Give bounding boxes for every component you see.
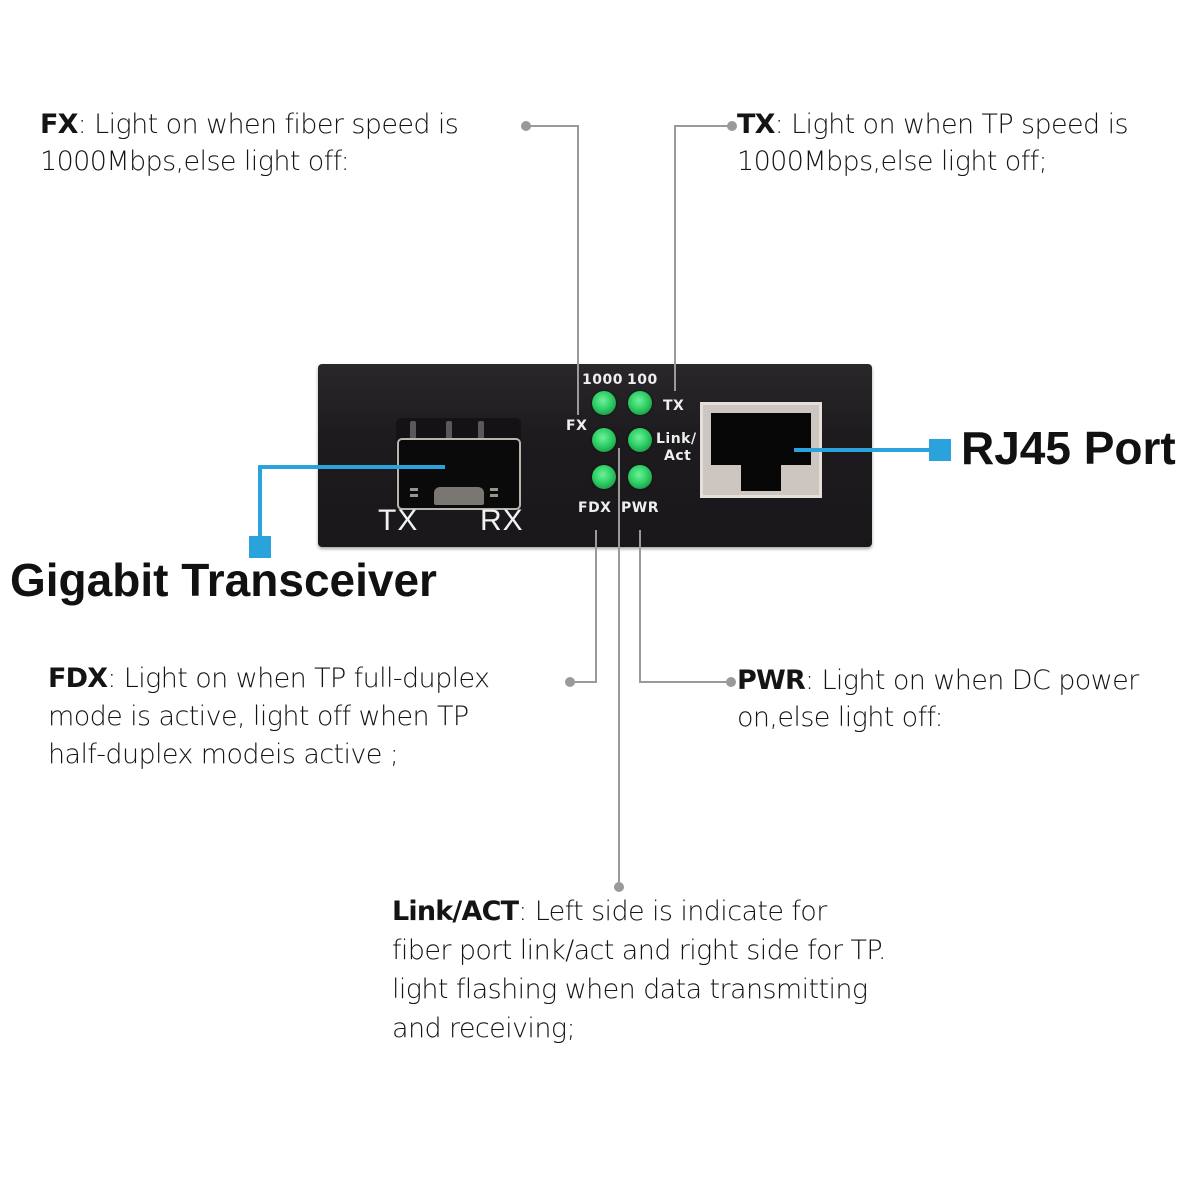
pwr-annotation-text: on,else light off: xyxy=(737,702,944,733)
sfp-rx-label: RX xyxy=(480,504,524,537)
fdx-leader-dot xyxy=(565,677,575,687)
tx-annotation: TX: Light on when TP speed is 1000Mbps,e… xyxy=(737,106,1129,180)
rj45-socket-tab xyxy=(741,463,781,491)
rj45-port-label: RJ45 Port xyxy=(961,422,1176,474)
link-act-annotation: Link/ACT: Left side is indicate for fibe… xyxy=(392,892,886,1048)
led-label-pwr: PWR xyxy=(621,500,659,516)
led-fx-1000 xyxy=(592,391,616,415)
pwr-annotation-text: : Light on when DC power xyxy=(804,665,1139,696)
tx-annotation-text: : Light on when TP speed is xyxy=(774,109,1129,140)
link-leader-line xyxy=(618,448,620,886)
led-tx-100 xyxy=(628,391,652,415)
sfp-fin xyxy=(410,421,416,439)
sfp-fin xyxy=(446,421,452,439)
led-link-fiber xyxy=(592,428,616,452)
transceiver-callout-marker xyxy=(249,536,271,558)
tx-leader-line xyxy=(674,125,730,127)
fdx-leader-line xyxy=(570,681,597,683)
pwr-annotation: PWR: Light on when DC power on,else ligh… xyxy=(737,662,1139,736)
led-label-link: Link/ xyxy=(656,431,697,447)
fx-annotation: FX: Light on when fiber speed is 1000Mbp… xyxy=(40,106,459,180)
pwr-leader-line xyxy=(639,681,731,683)
fx-leader-line xyxy=(577,125,579,415)
tx-leader-dot xyxy=(727,121,737,131)
fx-annotation-text: : Light on when fiber speed is xyxy=(77,109,459,140)
pwr-annotation-key: PWR xyxy=(737,665,806,696)
fx-leader-line xyxy=(526,125,579,127)
rj45-socket xyxy=(711,413,811,465)
pwr-leader-line xyxy=(639,530,641,683)
sfp-contact xyxy=(410,494,418,497)
fdx-annotation: FDX: Light on when TP full-duplex mode i… xyxy=(48,660,490,774)
sfp-contact xyxy=(490,494,498,497)
tx-annotation-key: TX xyxy=(737,109,775,140)
fx-annotation-key: FX xyxy=(40,109,78,140)
led-label-fdx: FDX xyxy=(578,500,612,516)
link-act-annotation-text: fiber port link/act and right side for T… xyxy=(392,935,886,966)
led-label-tx: TX xyxy=(663,398,685,414)
link-act-annotation-text: and receiving; xyxy=(392,1013,576,1044)
led-pwr xyxy=(628,465,652,489)
gigabit-transceiver-label: Gigabit Transceiver xyxy=(10,554,437,606)
transceiver-callout-line xyxy=(258,465,445,469)
fdx-annotation-key: FDX xyxy=(48,663,108,694)
link-leader-dot xyxy=(614,882,624,892)
link-act-annotation-text: : Left side is indicate for xyxy=(518,896,827,927)
led-label-act: Act xyxy=(664,448,692,464)
sfp-tx-label: TX xyxy=(378,504,419,537)
fdx-annotation-text: mode is active, light off when TP xyxy=(48,701,469,732)
fdx-annotation-text: : Light on when TP full-duplex xyxy=(107,663,490,694)
tx-annotation-text: 1000Mbps,else light off; xyxy=(737,146,1048,177)
led-label-100: 100 xyxy=(627,372,658,388)
led-label-fx: FX xyxy=(566,418,588,434)
sfp-fin xyxy=(478,421,484,439)
sfp-latch xyxy=(434,487,484,505)
sfp-contact xyxy=(490,488,498,491)
pwr-leader-dot xyxy=(726,677,736,687)
transceiver-callout-line xyxy=(258,465,262,541)
fdx-leader-line xyxy=(595,530,597,683)
led-label-1000: 1000 xyxy=(582,372,623,388)
rj45-callout-marker xyxy=(929,439,951,461)
led-link-tp xyxy=(628,428,652,452)
sfp-contact xyxy=(410,488,418,491)
tx-leader-line xyxy=(674,125,676,391)
link-act-annotation-text: light flashing when data transmitting xyxy=(392,974,868,1005)
link-act-annotation-key: Link/ACT xyxy=(392,896,519,927)
rj45-callout-line xyxy=(794,448,934,452)
led-fdx xyxy=(592,465,616,489)
fx-annotation-text: 1000Mbps,else light off: xyxy=(40,146,350,177)
fdx-annotation-text: half-duplex modeis active ; xyxy=(48,739,399,770)
